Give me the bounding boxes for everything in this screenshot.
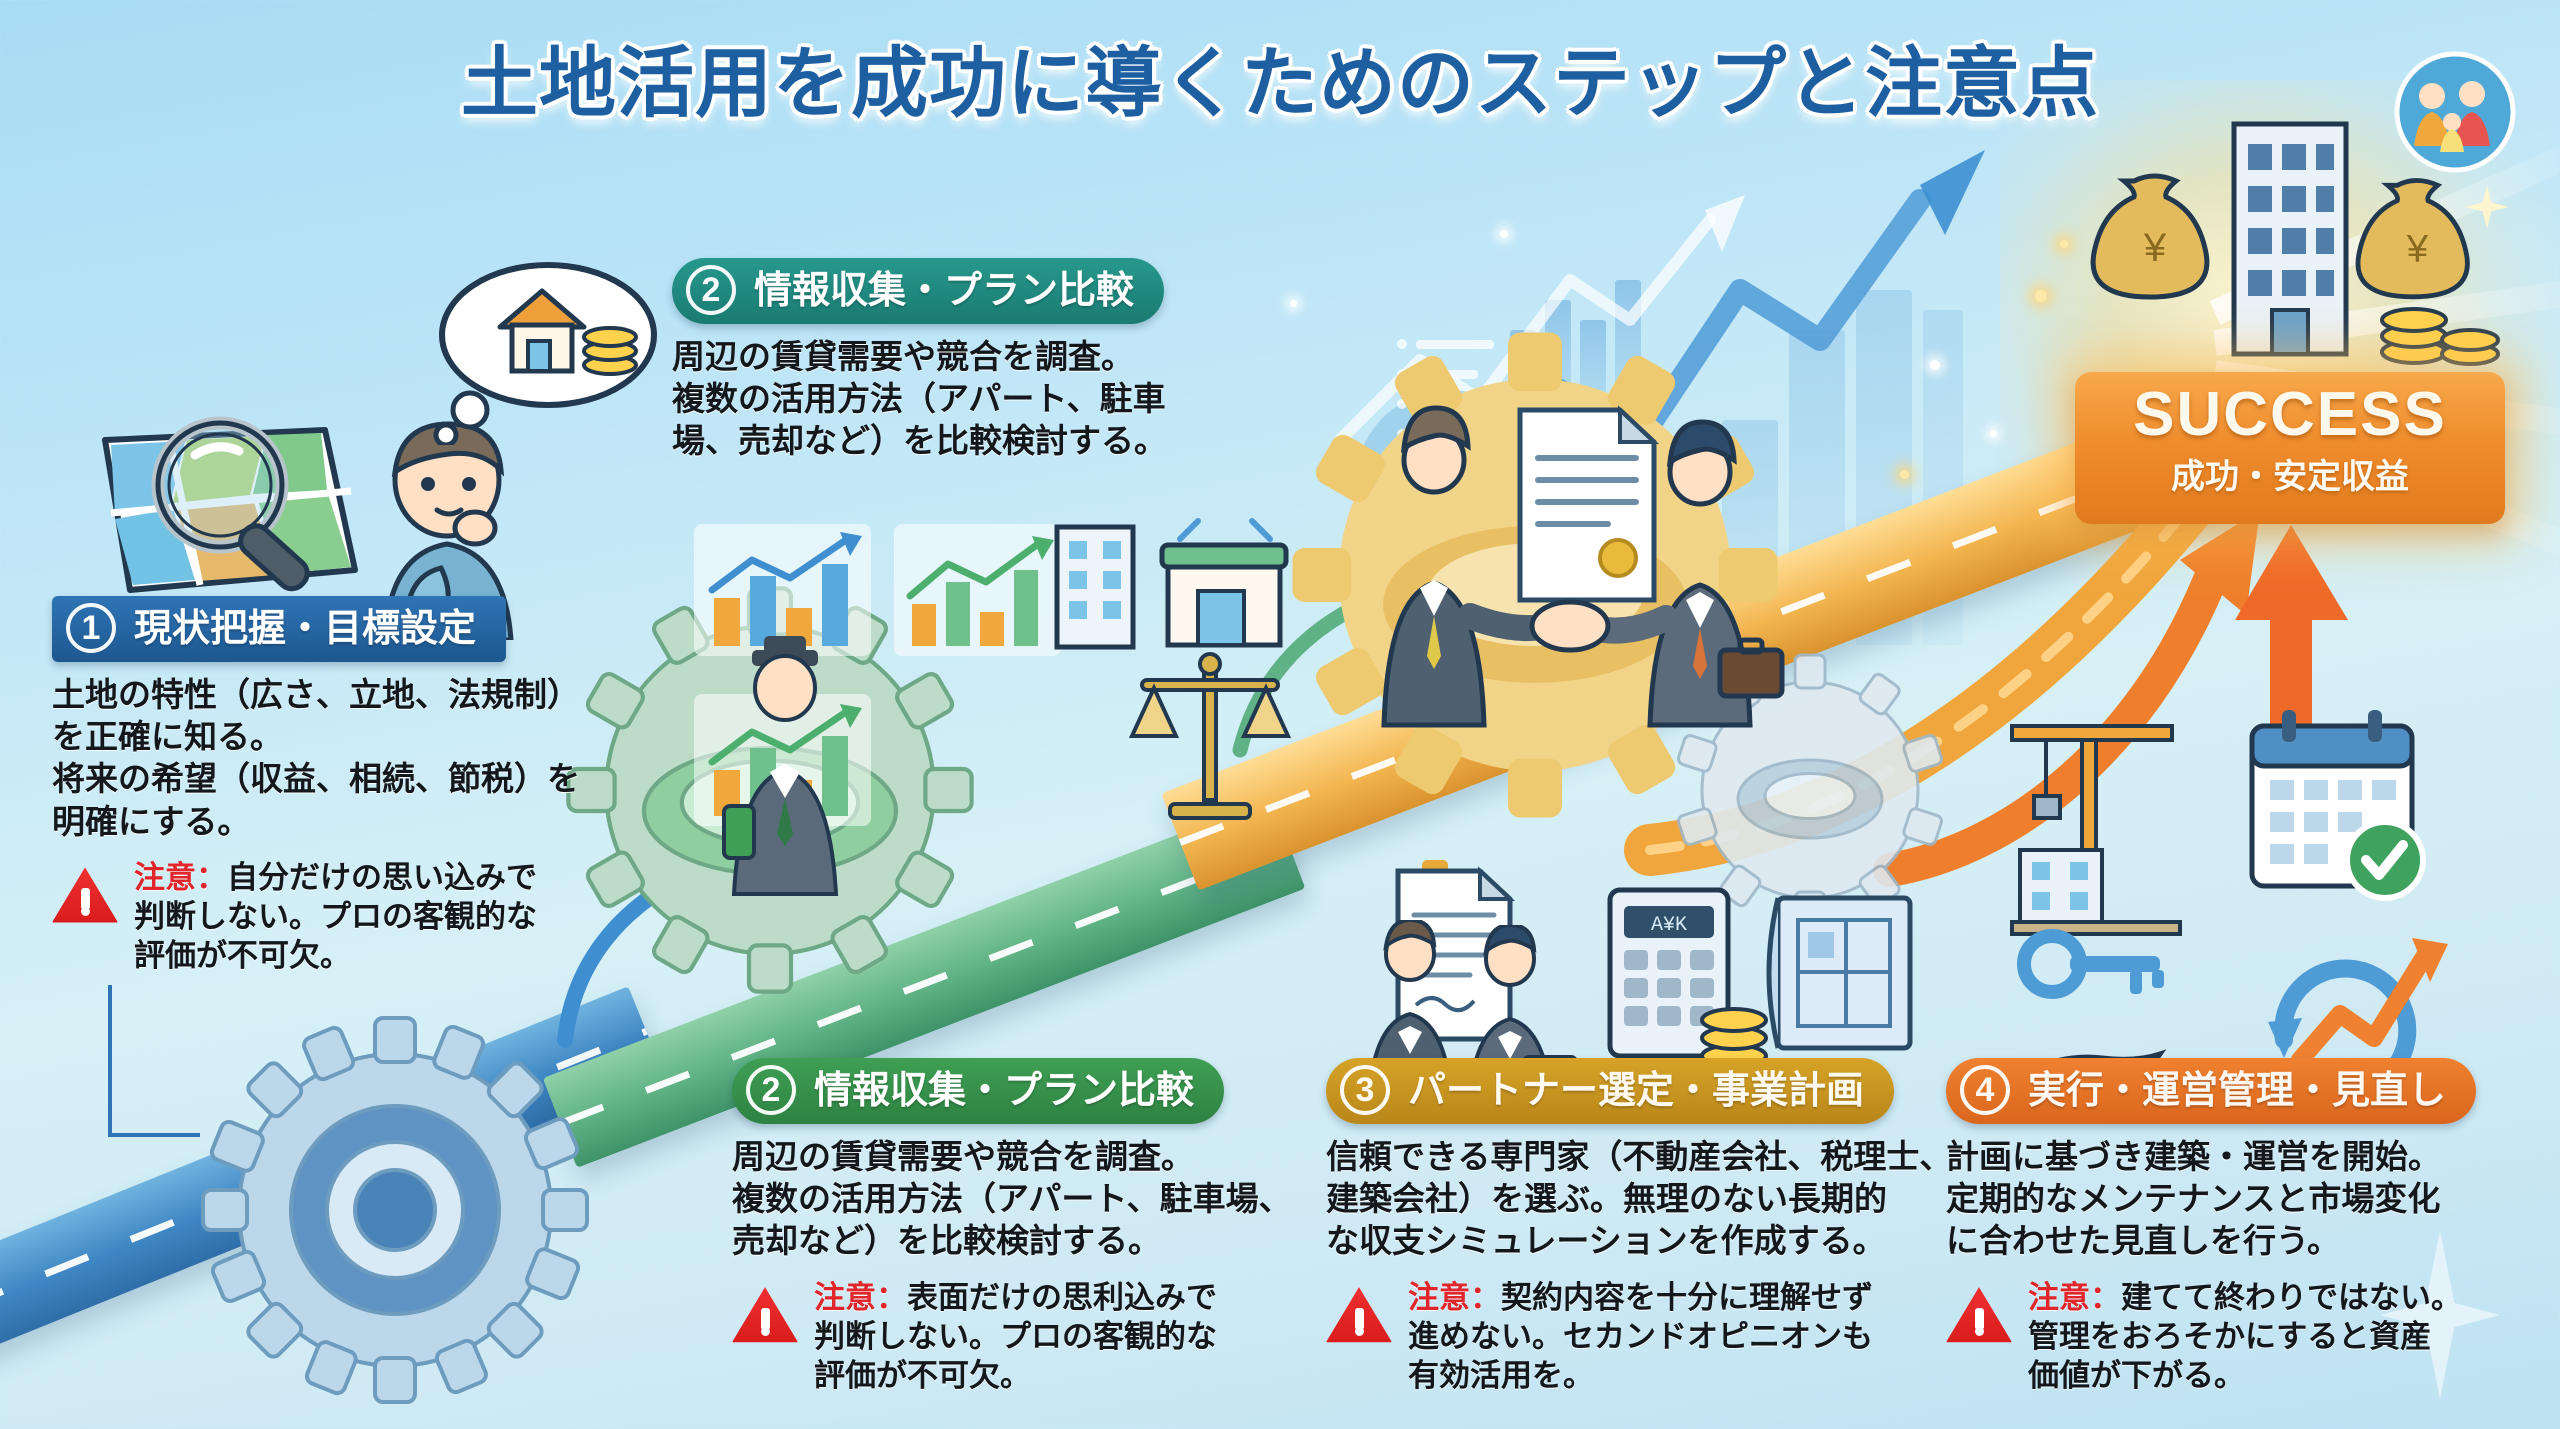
step-2-upper-number: 2	[686, 265, 736, 315]
apartment-building-icon	[2231, 121, 2349, 357]
bar-chart-up-icon	[694, 694, 871, 826]
step-3-header[interactable]: 3 パートナー選定・事業計画	[1326, 1058, 1895, 1124]
step-2-body-line: 周辺の賃貸需要や競合を調査。	[732, 1137, 1194, 1176]
step-4-warning-line: 管理をおろそかにすると資産	[2028, 1318, 2432, 1355]
success-label-en: SUCCESS	[2133, 380, 2447, 449]
step-3-warning: 注意：契約内容を十分に理解せず 進めない。セカンドオピニオンも 有効活用を。	[1326, 1279, 1926, 1396]
warning-lead: 注意：	[1408, 1279, 1501, 1316]
construction-crane-icon	[2010, 724, 2182, 936]
step-3-warning-line: 進めない。セカンドオピニオンも	[1408, 1318, 1873, 1355]
step-1-label: 現状把握・目標設定	[134, 606, 477, 650]
family-icon	[2394, 51, 2516, 173]
warning-triangle-icon	[1326, 1285, 1392, 1345]
blueprint-icon	[1766, 895, 1913, 1051]
sparkle	[1290, 300, 1297, 307]
coin-stack-icon	[2380, 307, 2500, 366]
step-3-number: 3	[1340, 1065, 1390, 1115]
success-label-jp: 成功・安定収益	[2171, 457, 2409, 498]
step-1-body-line: 将来の希望（収益、相続、節税）を	[52, 759, 580, 799]
step-4-body-line: に合わせた見直しを行う。	[1946, 1221, 2341, 1261]
warning-lead: 注意：	[814, 1279, 907, 1316]
money-bag-icon: ¥	[2090, 173, 2210, 300]
step-1-number: 1	[66, 603, 116, 653]
step-2-number: 2	[746, 1065, 796, 1115]
balance-scales-icon	[1128, 652, 1292, 820]
warning-lead: 注意：	[134, 859, 227, 896]
line-chart-up-icon	[894, 524, 1061, 656]
businessman-icon	[722, 636, 839, 896]
step-card-2-upper: 2 情報収集・プラン比較 周辺の賃貸需要や競合を調査。 複数の活用方法（アパート…	[672, 258, 1232, 463]
step-1-body-line: を正確に知る。	[52, 717, 283, 757]
step-4-warning-line: 価値が下がる。	[2028, 1357, 2245, 1394]
step-3-warning-line: 注意：契約内容を十分に理解せず	[1408, 1279, 1873, 1316]
step-2-warning-line: 判断しない。プロの客観的な	[814, 1318, 1217, 1355]
step-3-body: 信頼できる専門家（不動産会社、税理士、 建築会社）を選ぶ。無理のない長期的 な収…	[1326, 1136, 1953, 1263]
step-2-label: 情報収集・プラン比較	[814, 1068, 1195, 1112]
page-title: 土地活用を成功に導くためのステップと注意点	[461, 40, 2099, 129]
step-4-label: 実行・運営管理・見直し	[2028, 1068, 2447, 1112]
step-4-body-line: 定期的なメンテナンスと市場変化	[1946, 1179, 2441, 1219]
svg-text:¥: ¥	[2406, 228, 2429, 271]
step-2-body-line: 売却など）を比較検討する。	[732, 1221, 1161, 1261]
step-1-body-line: 明確にする。	[52, 801, 251, 841]
step-4-warning-line: 注意：建てて終わりではない。	[2028, 1279, 2462, 1316]
svg-text:A¥K: A¥K	[1651, 914, 1687, 937]
step-3-body-line: な収支シミュレーションを作成する。	[1326, 1221, 1886, 1261]
sparkle	[1500, 230, 1508, 238]
step-2-body-line: 複数の活用方法（アパート、駐車場、	[732, 1179, 1292, 1219]
step-4-body-line: 計画に基づき建築・運営を開始。	[1946, 1137, 2441, 1176]
step-3-warning-line: 有効活用を。	[1408, 1357, 1594, 1394]
step-3-body-line: 建築会社）を選ぶ。無理のない長期的	[1326, 1179, 1887, 1219]
step-card-3: 3 パートナー選定・事業計画 信頼できる専門家（不動産会社、税理士、 建築会社）…	[1326, 1058, 1953, 1396]
step-4-header[interactable]: 4 実行・運営管理・見直し	[1946, 1058, 2477, 1124]
warning-triangle-icon	[52, 865, 118, 925]
map-magnifier-icon	[102, 416, 358, 593]
calendar-check-icon	[2249, 710, 2426, 901]
step-2-header[interactable]: 2 情報収集・プラン比較	[732, 1058, 1225, 1124]
step-4-warning: 注意：建てて終わりではない。 管理をおろそかにすると資産 価値が下がる。	[1946, 1279, 2546, 1396]
step-card-4: 4 実行・運営管理・見直し 計画に基づき建築・運営を開始。 定期的なメンテナンス…	[1946, 1058, 2546, 1396]
step-card-1: 1 現状把握・目標設定 土地の特性（広さ、立地、法規制） を正確に知る。 将来の…	[52, 596, 580, 976]
step-2-warning: 注意：表面だけの思利込みで 判断しない。プロの客観的な 評価が不可欠。	[732, 1279, 1312, 1396]
step-4-number: 4	[1960, 1065, 2010, 1115]
svg-text:¥: ¥	[2143, 226, 2167, 270]
bar-chart-up-icon	[694, 524, 871, 656]
step-1-warning-line: 注意：自分だけの思い込みで	[134, 859, 537, 896]
step-2-upper-label: 情報収集・プラン比較	[754, 268, 1135, 312]
step-1-body-line: 土地の特性（広さ、立地、法規制）	[52, 675, 580, 714]
warning-lead: 注意：	[2028, 1279, 2121, 1316]
sparkle	[2060, 240, 2068, 248]
money-bag-icon: ¥	[2355, 178, 2470, 300]
step-2-upper-body-line: 場、売却など）を比較検討する。	[672, 421, 1167, 461]
step-1-leader-line	[108, 985, 200, 1137]
sparkle	[2035, 290, 2047, 302]
step-2-warning-line: 注意：表面だけの思利込みで	[814, 1279, 1217, 1316]
step-1-header[interactable]: 1 現状把握・目標設定	[52, 596, 507, 662]
step-card-2-lower: 2 情報収集・プラン比較 周辺の賃貸需要や競合を調査。 複数の活用方法（アパート…	[732, 1058, 1312, 1396]
handshake-icon	[1381, 405, 1785, 728]
step-1-warning: 注意：自分だけの思い込みで 判断しない。プロの客観的な 評価が不可欠。	[52, 859, 537, 976]
step-1-warning-line: 判断しない。プロの客観的な	[134, 898, 537, 935]
step-1-warning-line: 評価が不可欠。	[134, 938, 351, 975]
shop-icon	[1159, 518, 1289, 648]
step-2-body: 周辺の賃貸需要や競合を調査。 複数の活用方法（アパート、駐車場、 売却など）を比…	[732, 1136, 1312, 1263]
thought-bubble-house-icon	[433, 262, 657, 445]
step-4-body: 計画に基づき建築・運営を開始。 定期的なメンテナンスと市場変化 に合わせた見直し…	[1946, 1136, 2546, 1263]
step-1-body: 土地の特性（広さ、立地、法規制） を正確に知る。 将来の希望（収益、相続、節税）…	[52, 674, 580, 843]
step-2-upper-header[interactable]: 2 情報収集・プラン比較	[672, 258, 1165, 324]
step-2-upper-body-line: 複数の活用方法（アパート、駐車	[672, 379, 1166, 419]
success-arrow-orange	[1873, 510, 2260, 887]
step-3-body-line: 信頼できる専門家（不動産会社、税理士、	[1326, 1137, 1953, 1176]
warning-triangle-icon	[732, 1285, 798, 1345]
gear-icon	[201, 1016, 589, 1404]
step-2-upper-body: 周辺の賃貸需要や競合を調査。 複数の活用方法（アパート、駐車 場、売却など）を比…	[672, 336, 1232, 463]
step-2-upper-body-line: 周辺の賃貸需要や競合を調査。	[672, 337, 1134, 376]
step-2-warning-line: 評価が不可欠。	[814, 1357, 1031, 1394]
success-badge: SUCCESS 成功・安定収益	[2075, 372, 2505, 524]
building-icon	[1054, 524, 1136, 650]
step-3-label: パートナー選定・事業計画	[1408, 1068, 1865, 1112]
warning-triangle-icon	[1946, 1285, 2012, 1345]
